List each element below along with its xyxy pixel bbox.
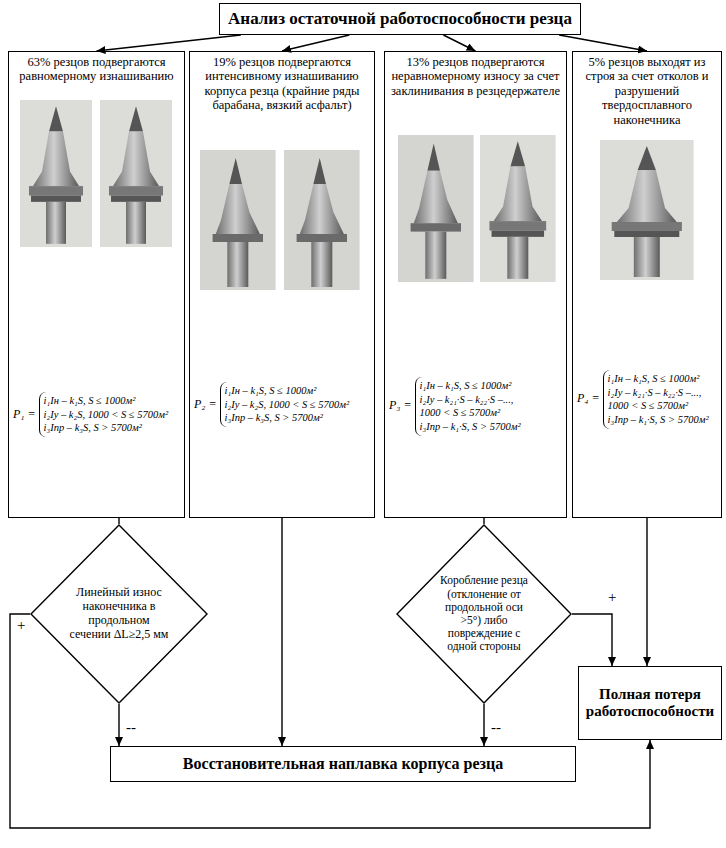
formula-line: i₃Iпр – k₃S, S > 5700м² xyxy=(225,411,370,425)
formula-line: i₁Iн – k₁S, S ≤ 1000м² xyxy=(608,372,717,386)
diamond-shape xyxy=(31,525,207,703)
cutter-photo xyxy=(600,140,694,280)
connector xyxy=(118,518,119,524)
formula: P₂ =i₁Iн – k₁S, S ≤ 1000м²i₂Iу – k₂S, 10… xyxy=(194,382,370,427)
decision-diamond: Линейный износ наконечника в продольном … xyxy=(30,524,208,704)
formula-symbol: P₁ = xyxy=(13,407,36,423)
connector xyxy=(483,704,484,746)
formula-line: i₃Iпр – k₁·S, S > 5700м² xyxy=(420,420,562,434)
formula-symbol: P₃ = xyxy=(389,398,412,414)
category-heading: 5% резцов выходят из строя за счет откол… xyxy=(573,52,721,127)
decision-text: Коробление резца (отклонение от продольн… xyxy=(435,574,533,653)
category-box: 5% резцов выходят из строя за счет откол… xyxy=(572,51,722,518)
connector xyxy=(282,35,349,51)
formula-line: i₃Iпр – k₃S, S > 5700м² xyxy=(44,421,180,435)
branch-label: -- xyxy=(489,720,503,735)
connector xyxy=(572,614,612,666)
connector xyxy=(483,518,484,524)
connector xyxy=(646,518,647,666)
formula-line: i₂Iу – k₂S, 1000 < S ≤ 5700м² xyxy=(225,398,370,412)
formula-cases: i₁Iн – k₁S, S ≤ 1000м²i₂Iу – k₂₁·S – k₂₂… xyxy=(415,377,562,436)
category-box: 19% резцов подвергаются интенсивному изн… xyxy=(189,51,375,518)
category-box: 63% резцов подвергаются равномерному изн… xyxy=(8,51,185,518)
decision-diamond: Коробление резца (отклонение от продольн… xyxy=(396,524,572,704)
formula-line: i₂Iу – k₂S, 1000 < S ≤ 5700м² xyxy=(44,408,180,422)
category-box: 13% резцов подвергаются неравномерному и… xyxy=(384,51,567,518)
branch-label: + xyxy=(606,590,618,605)
cutter-photo xyxy=(100,100,172,247)
formula: P₃ =i₁Iн – k₁S, S ≤ 1000м²i₂Iу – k₂₁·S –… xyxy=(389,377,562,436)
branch-label: + xyxy=(15,618,27,633)
formula-line: i₃Iпр – k₁·S, S > 5700м² xyxy=(608,413,717,427)
category-heading: 13% резцов подвергаются неравномерному и… xyxy=(385,52,566,98)
formula-line: 1000 < S ≤ 5700м² xyxy=(420,406,562,420)
cutter-photo xyxy=(398,135,474,282)
process-box: Восстановительная наплавка корпуса резца xyxy=(110,746,576,782)
title-box: Анализ остаточной работоспособности резц… xyxy=(219,3,581,35)
box-text: Полная потеря работоспособности xyxy=(585,686,715,721)
formula-line: i₂Iу – k₂₁·S – k₂₂·S –..., xyxy=(608,386,717,400)
connector xyxy=(118,704,119,746)
cutter-photo xyxy=(20,100,92,247)
cutter-photo xyxy=(200,150,276,290)
diamond-shape xyxy=(397,525,571,703)
formula-line: i₁Iн – k₁S, S ≤ 1000м² xyxy=(420,379,562,393)
formula-line: i₁Iн – k₁S, S ≤ 1000м² xyxy=(225,384,370,398)
formula: P₁ =i₁Iн – k₁S, S ≤ 1000м²i₂Iу – k₂S, 10… xyxy=(13,392,180,437)
connector xyxy=(559,35,647,51)
formula-cases: i₁Iн – k₁S, S ≤ 1000м²i₂Iу – k₂₁·S – k₂₂… xyxy=(603,370,717,429)
formula: P₄ =i₁Iн – k₁S, S ≤ 1000м²i₂Iу – k₂₁·S –… xyxy=(577,370,717,429)
formula-line: i₁Iн – k₁S, S ≤ 1000м² xyxy=(44,394,180,408)
formula-line: 1000 < S ≤ 5700м² xyxy=(608,399,717,413)
formula-symbol: P₄ = xyxy=(577,391,600,407)
category-heading: 19% резцов подвергаются интенсивному изн… xyxy=(190,52,374,113)
formula-cases: i₁Iн – k₁S, S ≤ 1000м²i₂Iу – k₂S, 1000 <… xyxy=(39,392,180,437)
box-text: Анализ остаточной работоспособности резц… xyxy=(228,9,572,29)
box-text: Восстановительная наплавка корпуса резца xyxy=(183,755,503,773)
category-heading: 63% резцов подвергаются равномерному изн… xyxy=(9,52,184,84)
cutter-photo xyxy=(284,150,360,290)
cutter-photo xyxy=(480,135,556,282)
connector xyxy=(97,35,241,51)
decision-text: Линейный износ наконечника в продольном … xyxy=(69,586,169,641)
terminal-box: Полная потеря работоспособности xyxy=(578,666,722,740)
connector xyxy=(281,518,282,746)
branch-label: -- xyxy=(124,720,138,735)
formula-cases: i₁Iн – k₁S, S ≤ 1000м²i₂Iу – k₂S, 1000 <… xyxy=(220,382,370,427)
connector xyxy=(443,35,475,51)
formula-line: i₂Iу – k₂₁·S – k₂₂·S –..., xyxy=(420,393,562,407)
formula-symbol: P₂ = xyxy=(194,397,217,413)
